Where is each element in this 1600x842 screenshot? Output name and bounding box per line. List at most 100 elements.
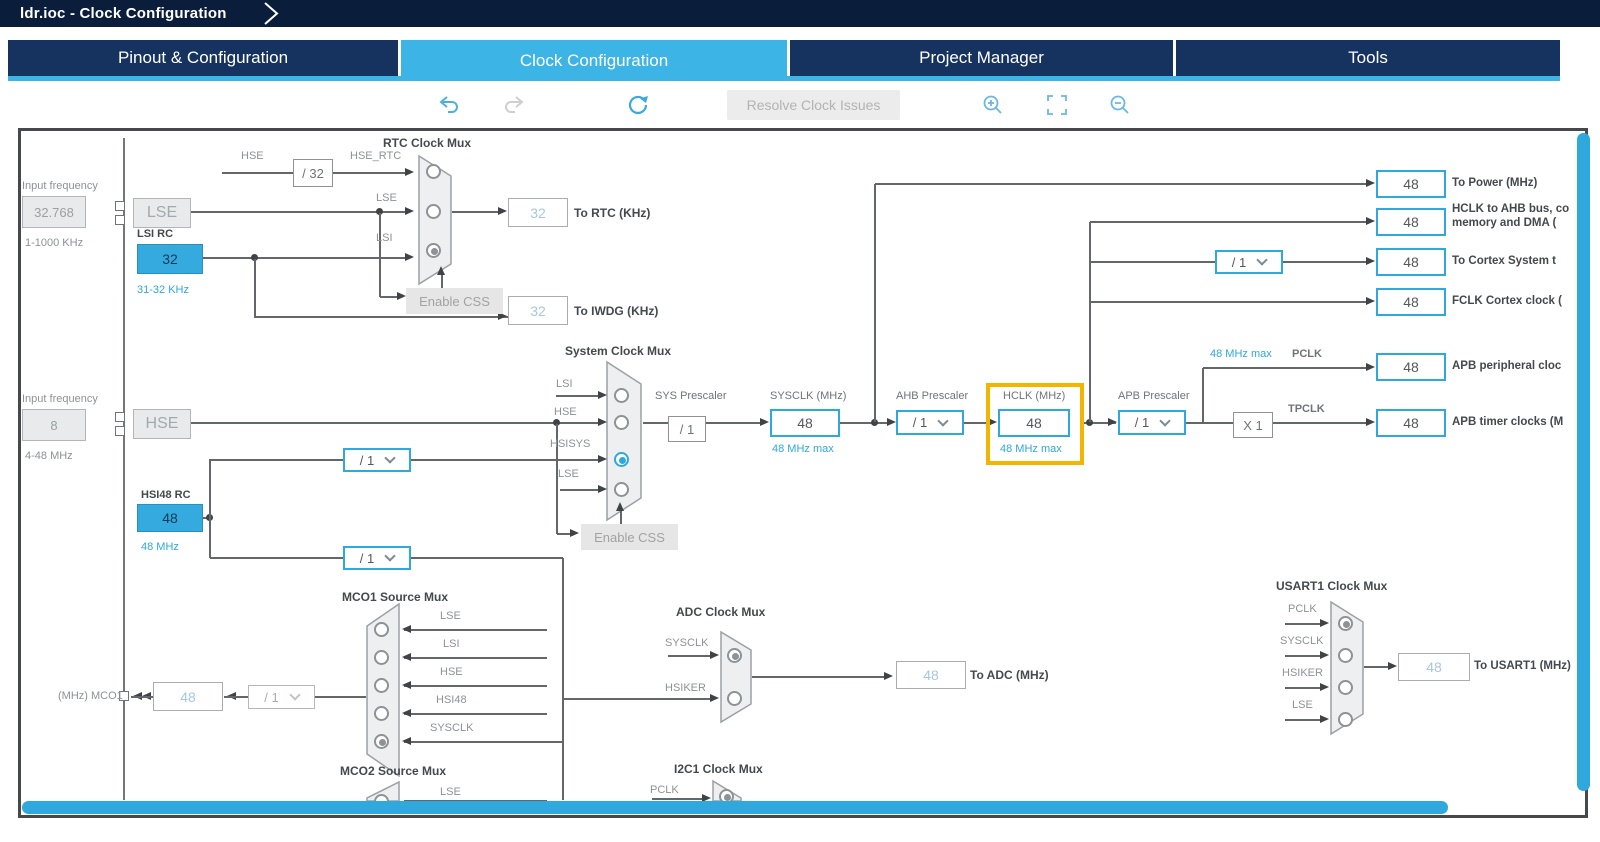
arrowhead bbox=[1320, 715, 1329, 723]
arrowhead bbox=[616, 502, 624, 511]
resolve-clock-issues-button[interactable]: Resolve Clock Issues bbox=[727, 90, 900, 120]
hclk-highlight-box bbox=[986, 383, 1084, 465]
mco1-radio-lse[interactable] bbox=[374, 622, 389, 637]
lse-input-frequency-field: 32.768 bbox=[22, 196, 86, 228]
to-adc-value-box: 48 bbox=[896, 661, 966, 689]
rtc-mux-radio-lse[interactable] bbox=[426, 204, 441, 219]
hclk-ahb-value-box[interactable]: 48 bbox=[1376, 208, 1446, 236]
junction-dot bbox=[553, 419, 560, 426]
cortex-prescaler-dropdown[interactable]: / 1 bbox=[1215, 250, 1283, 274]
wire bbox=[964, 422, 992, 424]
mco1-value-box: 48 bbox=[153, 682, 223, 711]
wire bbox=[1283, 261, 1367, 263]
hclk-value-box[interactable]: 48 bbox=[998, 409, 1070, 437]
wire bbox=[210, 459, 343, 461]
wire bbox=[563, 698, 712, 700]
arrowhead bbox=[405, 207, 414, 215]
i2c1-radio-pclk[interactable] bbox=[719, 789, 734, 804]
horizontal-scrollbar[interactable] bbox=[22, 801, 1448, 814]
rtc-hse-divider: / 32 bbox=[293, 159, 333, 187]
mco1-radio-hse[interactable] bbox=[374, 678, 389, 693]
usart1-radio-lse[interactable] bbox=[1338, 712, 1353, 727]
usart1-radio-hsiker[interactable] bbox=[1338, 680, 1353, 695]
zoom-out-icon[interactable] bbox=[1109, 94, 1131, 116]
apb-timer-value-box[interactable]: 48 bbox=[1376, 409, 1446, 437]
wire bbox=[404, 713, 547, 715]
sysmux-radio-hse[interactable] bbox=[614, 415, 629, 430]
wire bbox=[668, 655, 712, 657]
wire bbox=[1090, 261, 1215, 263]
wire bbox=[254, 316, 544, 318]
usart1-lse-label: LSE bbox=[1292, 699, 1313, 711]
adc-radio-hsiker[interactable] bbox=[727, 691, 742, 706]
fit-to-window-icon[interactable] bbox=[1046, 94, 1068, 116]
tab-project-manager[interactable]: Project Manager bbox=[790, 40, 1173, 76]
dropdown-value: / 1 bbox=[1231, 254, 1247, 270]
sysmux-lsi-label: LSI bbox=[556, 378, 573, 390]
redo-icon[interactable] bbox=[501, 93, 525, 117]
arrowhead bbox=[598, 455, 607, 463]
arrowhead bbox=[402, 681, 411, 689]
sysmux-radio-lse[interactable] bbox=[614, 482, 629, 497]
mco1-div-dropdown[interactable]: / 1 bbox=[248, 685, 315, 709]
arrowhead bbox=[702, 794, 711, 802]
rtc-mux-title: RTC Clock Mux bbox=[383, 136, 472, 150]
sys-enable-css-button[interactable]: Enable CSS bbox=[581, 524, 678, 550]
mco1-radio-lsi[interactable] bbox=[374, 650, 389, 665]
refresh-icon[interactable] bbox=[625, 92, 651, 118]
vertical-scrollbar[interactable] bbox=[1577, 133, 1590, 791]
undo-icon[interactable] bbox=[438, 93, 462, 117]
chevron-down-icon bbox=[384, 550, 396, 562]
sysmux-radio-lsi[interactable] bbox=[614, 388, 629, 403]
arrowhead bbox=[498, 312, 507, 320]
rtc-mux-radio-lsi[interactable] bbox=[426, 243, 441, 258]
fclk-value-box[interactable]: 48 bbox=[1376, 288, 1446, 316]
hsi48-rc-value-box: 48 bbox=[137, 504, 203, 532]
hsi-div-dropdown-2[interactable]: / 1 bbox=[343, 546, 411, 570]
timer-multiplier-box: X 1 bbox=[1233, 412, 1273, 438]
arrowhead bbox=[1366, 418, 1375, 426]
arrowhead bbox=[1366, 297, 1375, 305]
system-clock-mux bbox=[606, 360, 642, 522]
arrowhead bbox=[887, 418, 896, 426]
tab-pinout-configuration[interactable]: Pinout & Configuration bbox=[8, 40, 398, 76]
sysmux-radio-hsisys[interactable] bbox=[614, 452, 629, 467]
sysclk-value-box[interactable]: 48 bbox=[770, 409, 840, 437]
tab-tools[interactable]: Tools bbox=[1176, 40, 1560, 76]
tpclk-label: TPCLK bbox=[1288, 403, 1325, 415]
hclk-label: HCLK (MHz) bbox=[1003, 390, 1066, 402]
arrowhead bbox=[884, 672, 893, 680]
sysclk-label: SYSCLK (MHz) bbox=[770, 390, 847, 402]
wire bbox=[411, 557, 563, 559]
wire bbox=[560, 489, 598, 491]
wire bbox=[333, 172, 405, 174]
to-cortex-value-box[interactable]: 48 bbox=[1376, 248, 1446, 276]
wire bbox=[315, 696, 366, 698]
wire bbox=[404, 685, 547, 687]
usart1-radio-sysclk[interactable] bbox=[1338, 648, 1353, 663]
mco1-radio-hsi48[interactable] bbox=[374, 706, 389, 721]
arrowhead bbox=[498, 207, 507, 215]
ahb-prescaler-dropdown[interactable]: / 1 bbox=[896, 410, 964, 435]
tab-label: Tools bbox=[1348, 48, 1388, 67]
rtc-enable-css-button[interactable]: Enable CSS bbox=[406, 288, 503, 314]
junction-dot bbox=[251, 254, 258, 261]
mco1-radio-sysclk[interactable] bbox=[374, 734, 389, 749]
tab-clock-configuration[interactable]: Clock Configuration bbox=[401, 40, 787, 81]
pclk-label: PCLK bbox=[1292, 348, 1322, 360]
apb-peripheral-value-box[interactable]: 48 bbox=[1376, 353, 1446, 381]
to-power-value-box[interactable]: 48 bbox=[1376, 170, 1446, 198]
to-iwdg-label: To IWDG (KHz) bbox=[574, 304, 659, 318]
hsi-div-dropdown-1[interactable]: / 1 bbox=[343, 448, 411, 472]
wire bbox=[224, 696, 248, 698]
wire bbox=[131, 696, 153, 698]
zoom-in-icon[interactable] bbox=[982, 94, 1004, 116]
arrowhead bbox=[988, 418, 997, 426]
rtc-mux-radio-hse-rtc[interactable] bbox=[426, 164, 441, 179]
adc-radio-sysclk[interactable] bbox=[727, 648, 742, 663]
chevron-down-icon bbox=[1159, 414, 1171, 427]
apb-prescaler-dropdown[interactable]: / 1 bbox=[1118, 410, 1186, 435]
lse-range-label: 1-1000 KHz bbox=[25, 237, 84, 249]
sysmux-lse-label: LSE bbox=[558, 468, 579, 480]
usart1-radio-pclk[interactable] bbox=[1338, 616, 1353, 631]
